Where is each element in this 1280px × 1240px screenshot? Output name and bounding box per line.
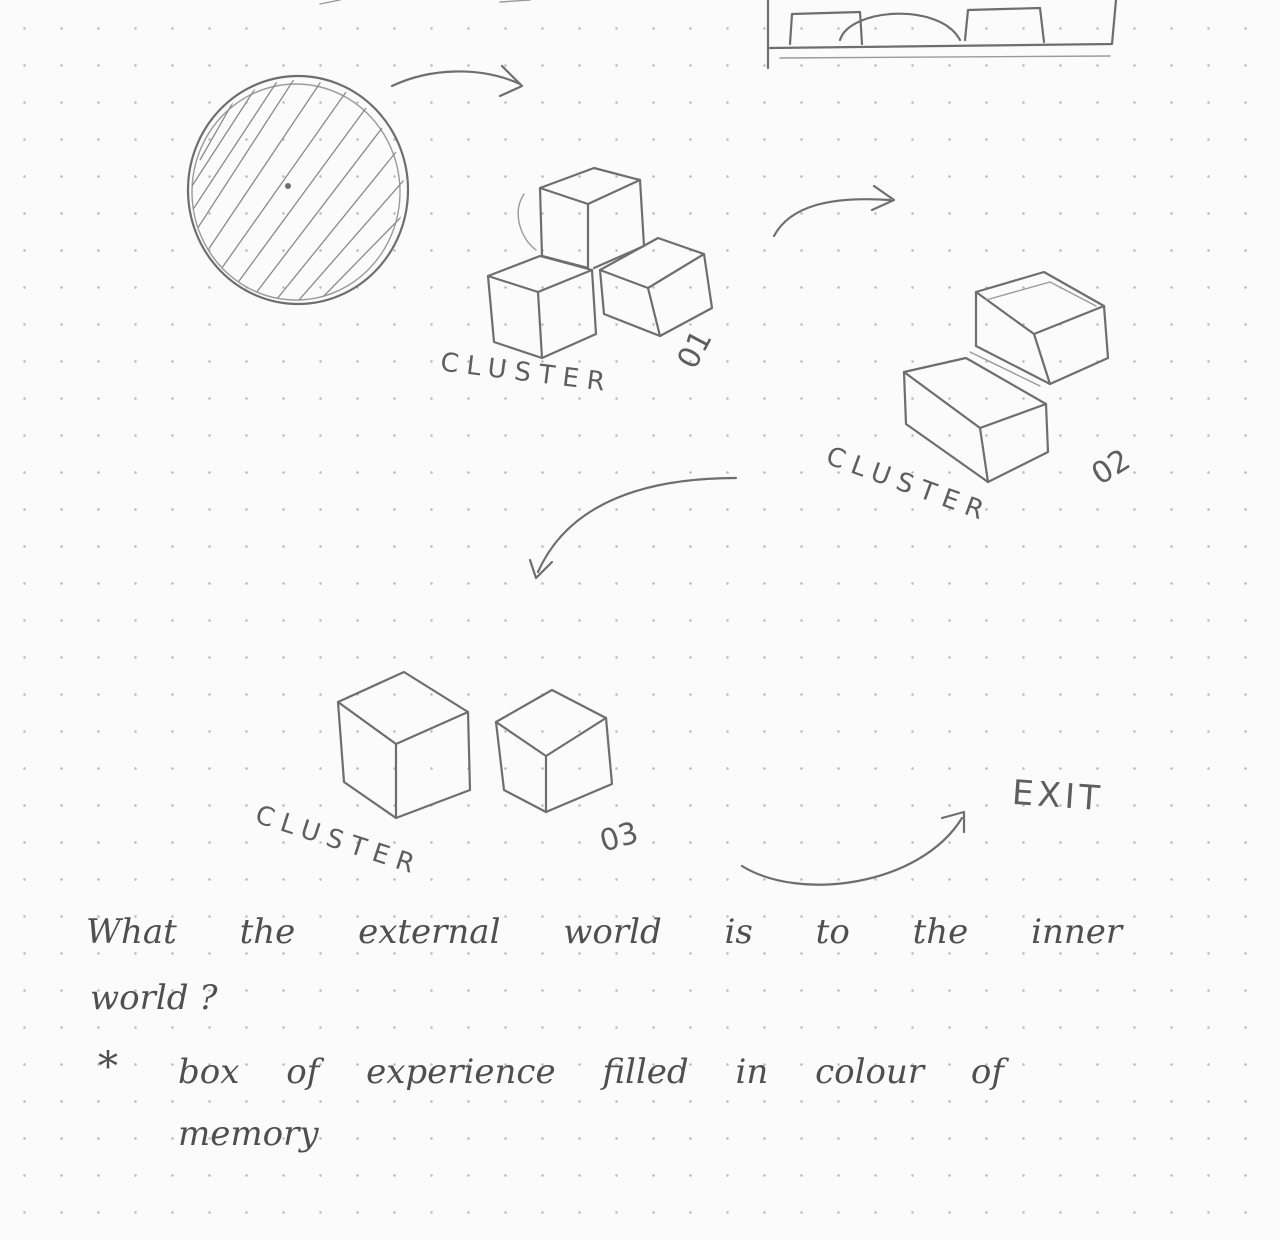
note-star: * xyxy=(98,1044,118,1090)
cluster-01-cubes xyxy=(486,166,714,360)
cluster-02-boxes xyxy=(902,270,1110,484)
cluster-03-cubes xyxy=(336,670,614,820)
note-line-2: world ? xyxy=(90,978,218,1018)
arrow-cluster-02-to-03 xyxy=(528,476,738,580)
note-line-4: memory xyxy=(178,1114,319,1154)
exit-label: EXIT xyxy=(1010,772,1105,820)
arrow-cluster-01-to-02 xyxy=(772,184,896,238)
arrow-circle-to-cluster-01 xyxy=(390,64,524,98)
arrow-cluster-03-to-exit xyxy=(740,810,966,886)
top-partial-sketch xyxy=(319,0,1118,70)
hatched-circle xyxy=(186,74,410,306)
note-line-3: box of experience filled in colour of xyxy=(178,1052,1004,1092)
note-line-1: What the external world is to the inner xyxy=(86,912,1123,952)
